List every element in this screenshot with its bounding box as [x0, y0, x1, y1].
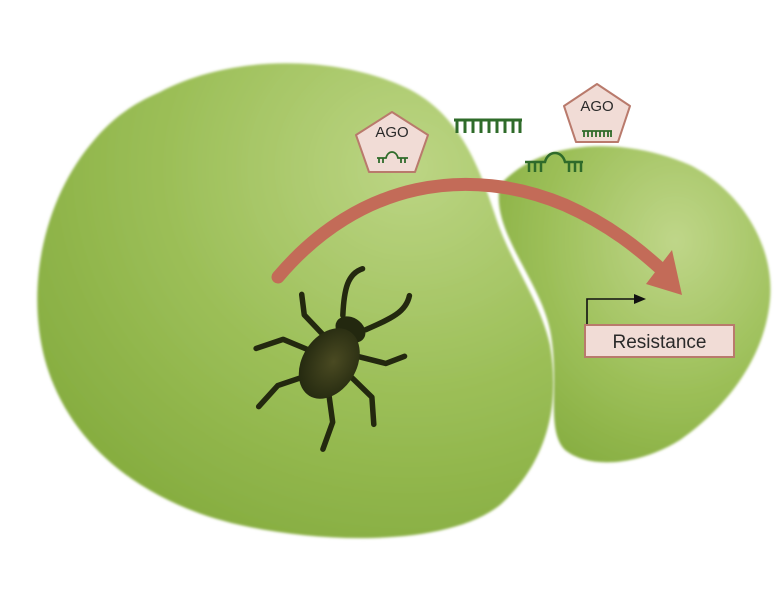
sirna-free — [454, 118, 522, 133]
promoter-arrow-icon — [586, 294, 646, 324]
ago-right-label: AGO — [580, 98, 613, 115]
resistance-label: Resistance — [613, 332, 707, 353]
left-cell — [37, 63, 554, 539]
ago-left: AGO — [355, 111, 429, 173]
arrow-head — [646, 250, 682, 295]
insect-icon — [253, 265, 413, 452]
right-cell — [498, 146, 771, 463]
mrna-target — [525, 151, 583, 172]
curved-arrow-icon — [271, 177, 669, 284]
resistance-gene-box: Resistance — [584, 324, 735, 358]
ago-right: AGO — [563, 83, 631, 143]
ago-left-label: AGO — [375, 124, 408, 141]
